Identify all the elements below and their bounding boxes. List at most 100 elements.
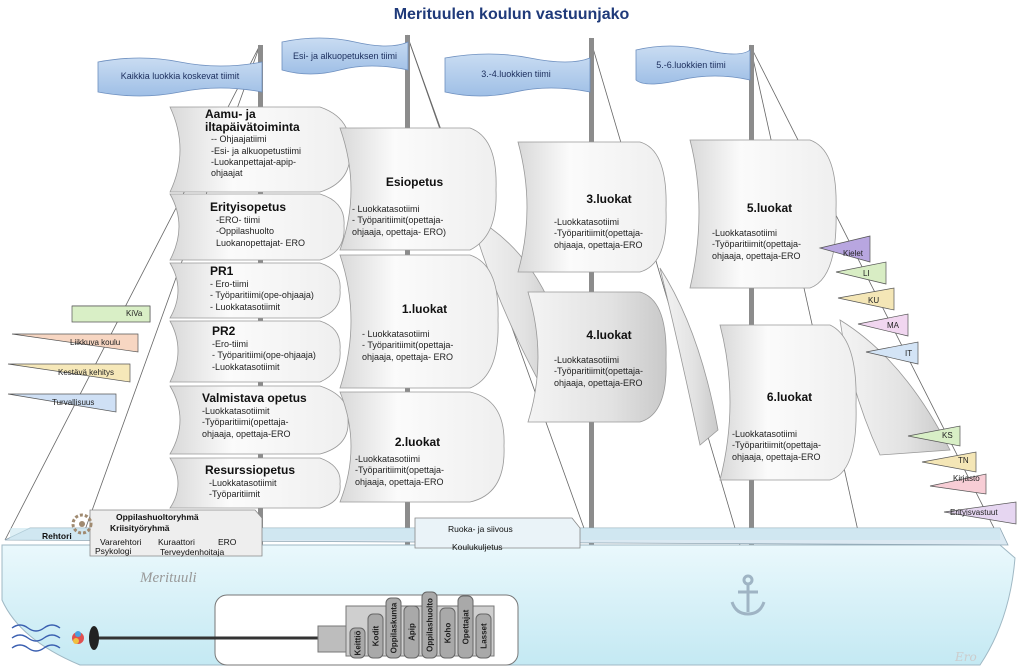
sail-title: Esiopetus xyxy=(385,175,444,189)
sail-line: -ERO- tiimi xyxy=(216,215,260,225)
engine-cylinder xyxy=(475,613,492,659)
sail-line: - Luokkatasotiimit xyxy=(210,301,281,312)
signature: Ero xyxy=(955,650,977,664)
pennant-kirjasto: Kirjasto xyxy=(953,474,980,483)
waves-icon xyxy=(11,624,61,652)
sail-title: PR1 xyxy=(210,264,234,278)
sail-2-luokat: 2.luokat -Luokkatasotiimi -Työparitiimit… xyxy=(355,435,480,488)
sail-line: -Luokkatasotiimi xyxy=(712,228,778,238)
engine-cylinder xyxy=(349,627,366,659)
engine-cylinder-label: Kodit xyxy=(372,625,381,646)
engine-cylinder xyxy=(421,591,438,659)
sail-line: -Luokanpettajat-apip-ohjaajat xyxy=(211,156,297,179)
left-sails xyxy=(169,106,351,509)
sail-erityisopetus: Erityisopetus -ERO- tiimi -Oppilashuolto… xyxy=(210,200,330,249)
pennant-ma: MA xyxy=(887,321,899,330)
engine-cylinder xyxy=(403,605,420,659)
engine-cylinder-label: Apip xyxy=(408,623,417,641)
deck-vararehtori: Vararehtori xyxy=(100,537,142,547)
sail-3-luokat: 3.luokat -Luokkatasotiimi -Työparitiimit… xyxy=(554,192,664,251)
engine-cylinder xyxy=(367,613,384,659)
flag-label-pre-primary: Esi- ja alkuopetuksen tiimi xyxy=(292,51,398,61)
sail-line: ohjaaja, opettaja-ERO xyxy=(732,451,821,462)
sail-line: -Työparitiimit(opettaja- xyxy=(732,440,822,451)
page-title: Merituulen koulun vastuunjako xyxy=(393,6,630,23)
sail-line: -Oppilashuolto xyxy=(216,226,275,237)
sail-line: - Työparitiimit(opettaja- xyxy=(362,340,454,351)
sail-title: Aamu- ja iltapäivätoiminta xyxy=(205,107,300,135)
sail-title: 1.luokat xyxy=(401,302,448,316)
sail-resurssiopetus: Resurssiopetus -Luokkatasotiimit -Työpar… xyxy=(205,463,330,501)
jib-sail xyxy=(659,267,719,446)
sail-line: ohjaaja, opettaja-ERO xyxy=(202,428,291,439)
sail-line: ohjaaja, opettaja-ERO xyxy=(712,250,801,261)
sail-line: -Esi- ja alkuopetustiimi xyxy=(211,145,302,156)
sail-line: -Työparitiimit(opettaja- xyxy=(712,239,802,250)
engine-cylinder-label: Koho xyxy=(444,623,453,644)
sail-line: - Työparitiimi(ope-ohjaaja) xyxy=(212,350,316,361)
sail-4-luokat: 4.luokat -Luokkatasotiimi -Työparitiimit… xyxy=(554,328,664,389)
engine-cylinder-label: Oppilaskunta xyxy=(390,602,399,653)
sail-line: -Luokkatasotiimit xyxy=(209,478,277,488)
sail-5-luokat: 5.luokat -Luokkatasotiimi -Työparitiimit… xyxy=(712,201,827,262)
deck-terveydenhoitaja: Terveydenhoitaja xyxy=(160,547,225,557)
pennant-tn: TN xyxy=(958,456,969,465)
sail-line: ohjaaja, opettaja-ERO xyxy=(554,377,643,388)
sail-line: -- Ohjaajatiimi xyxy=(211,134,267,145)
sail-line: -Työparitiimit(opettaja- xyxy=(554,366,644,377)
flag-label-grades-5-6: 5.-6.luokkien tiimi xyxy=(656,60,726,70)
sail-line: - Ero-tiimi xyxy=(210,279,249,289)
sail-title: 5.luokat xyxy=(746,201,793,215)
sail-line: -Luokkatasotiimit xyxy=(202,406,270,416)
flag-shape xyxy=(635,45,751,85)
ship-name: Merituuli xyxy=(140,570,197,586)
deck-oppilashuoltoryhma: Oppilashuoltoryhmä xyxy=(116,512,199,522)
sail-line: - Luokkatasotiimi xyxy=(352,204,420,214)
engine-cylinder xyxy=(457,595,474,659)
sail-line: -Työparitiimit(opettaja- xyxy=(355,465,445,476)
sail-line: Luokanopettajat- ERO xyxy=(216,237,306,248)
pennant-kestava-kehitys: Kestävä kehitys xyxy=(58,368,115,377)
sail-line: -Luokkatasotiimi xyxy=(554,217,620,227)
sail-line: ohjaaja, opettaja-ERO xyxy=(554,239,643,250)
pennant-liikkuva-koulu: Liikkuva koulu xyxy=(70,338,121,347)
engine-cylinder-label: Oppilashuolto xyxy=(426,598,435,652)
mast3-sails xyxy=(517,141,667,423)
sail-esiopetus: Esiopetus - Luokkatasotiimi - Työparitii… xyxy=(352,175,477,238)
deck-psykologi: Psykologi xyxy=(95,546,132,556)
propeller-icon xyxy=(72,626,99,650)
sail-1-luokat: 1.luokat - Luokkatasotiimi - Työparitiim… xyxy=(362,302,487,363)
pennant-kielet: Kielet xyxy=(843,249,864,258)
sail-title: 6.luokat xyxy=(766,390,813,404)
left-pennant-shapes xyxy=(7,305,151,413)
pennant-li: LI xyxy=(863,269,870,278)
sail-title: Erityisopetus xyxy=(210,200,287,214)
engine-cylinder-label: Opettajat xyxy=(462,609,471,644)
pennant-kiva: KiVa xyxy=(126,309,143,318)
flag-shape xyxy=(97,57,263,97)
pennant-turvallisuus: Turvallisuus xyxy=(52,398,95,407)
flag-shape xyxy=(444,53,591,97)
deck-rehtori: Rehtori xyxy=(42,531,72,541)
sail-valmistava: Valmistava opetus -Luokkatasotiimit -Työ… xyxy=(202,391,342,440)
sail-title: 4.luokat xyxy=(586,328,632,342)
sail-line: -Ero-tiimi xyxy=(212,339,248,349)
sail-aamu: Aamu- ja iltapäivätoiminta -- Ohjaajatii… xyxy=(205,107,320,179)
pennant-ku: KU xyxy=(868,296,880,305)
sail-line: -Työparitiimit(opettaja- xyxy=(554,228,644,239)
pennant-it: IT xyxy=(905,349,913,358)
sail-pr1: PR1 - Ero-tiimi - Työparitiimi(ope-ohjaa… xyxy=(210,264,340,313)
sail-line: ohjaaja, opettaja-ERO xyxy=(355,476,444,487)
pennant-ks: KS xyxy=(942,431,953,440)
engine-cylinder xyxy=(385,597,402,659)
sail-line: - Työparitiimit(opettaja- xyxy=(352,215,444,226)
right-pennant-shapes xyxy=(818,235,1017,525)
deck-kriisityoryhma: Kriisityöryhmä xyxy=(110,523,170,533)
sail-line: -Luokkatasotiimi xyxy=(355,454,421,464)
ships-wheel xyxy=(71,513,93,535)
sail-title: Valmistava opetus xyxy=(202,391,307,405)
deck-kuraattori: Kuraattori xyxy=(158,537,195,547)
sail-title: PR2 xyxy=(212,324,236,338)
